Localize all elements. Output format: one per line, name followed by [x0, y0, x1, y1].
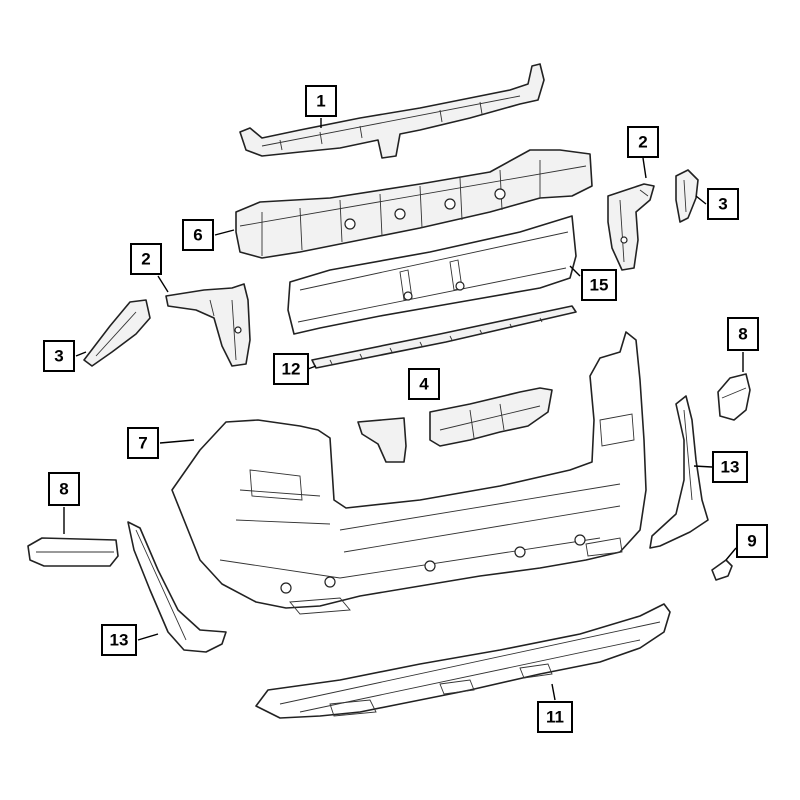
- callout-8b: 8: [48, 472, 80, 506]
- leader-12: [307, 365, 317, 370]
- callout-3b: 3: [707, 188, 739, 220]
- part-11-lower-diffuser: [255, 603, 671, 719]
- callout-2b-label: 2: [638, 133, 647, 152]
- part-13-right-trim: [649, 395, 709, 549]
- leader-3b: [695, 195, 707, 205]
- leader-13a: [137, 633, 159, 641]
- callout-13a-label: 13: [110, 631, 129, 650]
- callout-2a: 2: [130, 243, 162, 275]
- callout-6: 6: [182, 219, 214, 251]
- leader-9: [725, 547, 737, 561]
- leader-2b: [642, 157, 647, 179]
- callout-6-label: 6: [193, 226, 202, 245]
- part-12-step-strip: [311, 305, 577, 369]
- part-6-bumper-beam: [235, 149, 593, 259]
- callout-3b-label: 3: [718, 195, 727, 214]
- callout-8a-label: 8: [738, 325, 747, 344]
- leader-7: [159, 439, 195, 444]
- part-8-right-lamp: [717, 373, 751, 421]
- leader-lines: [63, 118, 744, 701]
- part-7-bumper-fascia: [171, 331, 647, 615]
- callout-9: 9: [736, 524, 768, 558]
- callout-4: 4: [408, 368, 440, 400]
- part-2-left-bracket: [165, 283, 251, 367]
- leader-15: [569, 265, 581, 277]
- callout-11-label: 11: [546, 708, 564, 727]
- callout-2a-label: 2: [141, 250, 150, 269]
- leader-2a: [157, 275, 169, 293]
- callout-11: 11: [537, 701, 573, 733]
- part-3-right-bracket: [675, 169, 699, 223]
- callout-13a: 13: [101, 624, 137, 656]
- callout-7-label: 7: [138, 434, 147, 453]
- callout-3a-label: 3: [54, 347, 63, 366]
- part-2-right-bracket: [607, 183, 655, 271]
- part-9-clip: [711, 559, 733, 581]
- callout-1: 1: [305, 85, 337, 117]
- callout-12-label: 12: [282, 360, 301, 379]
- callout-2b: 2: [627, 126, 659, 158]
- callout-4-label: 4: [419, 375, 429, 394]
- part-13-left-trim: [127, 521, 227, 653]
- callout-13b-label: 13: [721, 458, 740, 477]
- part-3-left-bracket: [83, 299, 151, 367]
- callout-3a: 3: [43, 340, 75, 372]
- leader-11: [551, 683, 556, 701]
- callout-7: 7: [127, 427, 159, 459]
- part-4-brackets: [357, 387, 553, 463]
- part-1-upper-bracket: [239, 63, 545, 159]
- leader-6: [214, 229, 235, 236]
- callout-15: 15: [581, 269, 617, 301]
- callout-12: 12: [273, 353, 309, 385]
- callout-13b: 13: [712, 451, 748, 483]
- leader-13b: [693, 465, 713, 468]
- leader-3a: [75, 351, 87, 357]
- part-8-left-lamp: [27, 537, 119, 567]
- callout-1-label: 1: [316, 92, 325, 111]
- callout-8a: 8: [727, 317, 759, 351]
- callout-8b-label: 8: [59, 480, 68, 499]
- callout-15-label: 15: [590, 276, 609, 295]
- part-15-rear-panel: [287, 215, 577, 335]
- callout-9-label: 9: [747, 532, 756, 551]
